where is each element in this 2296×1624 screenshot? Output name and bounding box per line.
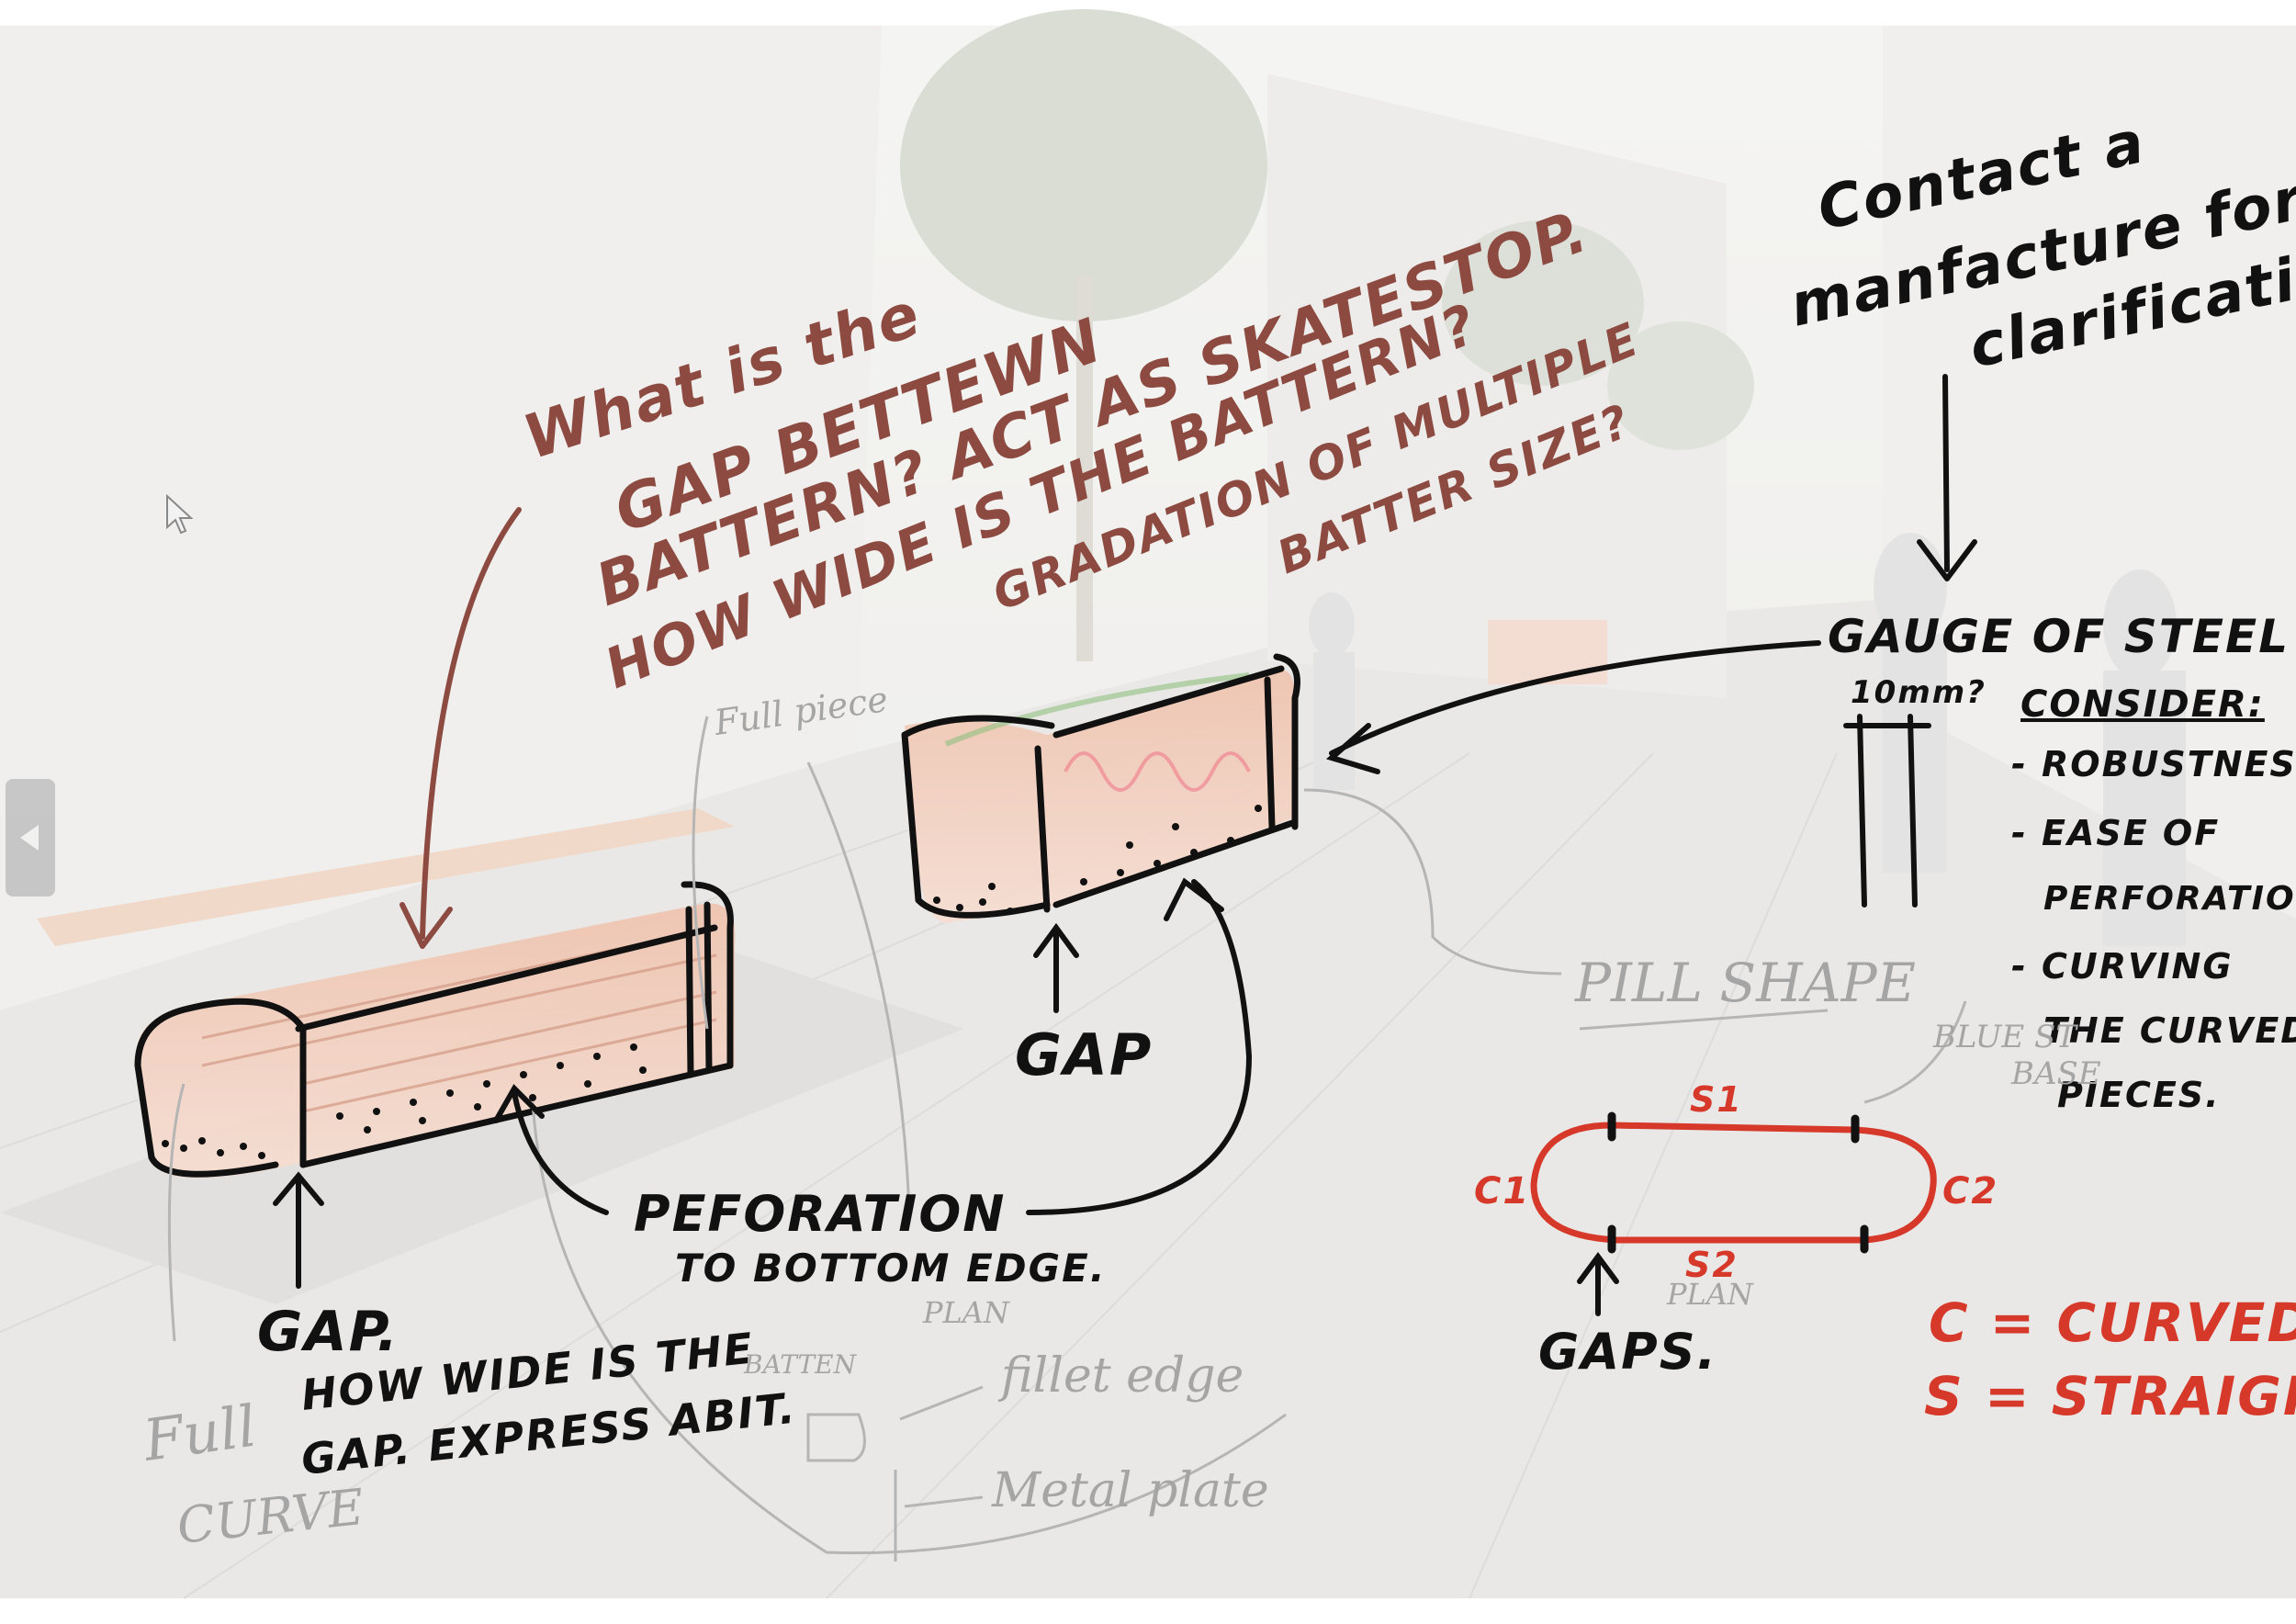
- pencil-full-curve-1: Full: [139, 1393, 261, 1474]
- pencil-bluestone-1: BLUE ST: [1932, 1019, 2078, 1055]
- pencil-pill-shape: PILL SHAPE: [1574, 952, 1916, 1014]
- gauge-item-6: PIECES.: [2057, 1075, 2221, 1115]
- gauge-item-1: - ROBUSTNESS: [2011, 744, 2296, 784]
- pencil-fillet-edge: fillet edge: [997, 1348, 1244, 1404]
- background-photo: [0, 9, 2296, 1599]
- gauge-consider: CONSIDER:: [2020, 683, 2265, 726]
- pencil-plan-b: PLAN: [1666, 1277, 1754, 1312]
- left-bench-sketch: [134, 881, 736, 1179]
- back-tab-button[interactable]: [6, 779, 55, 897]
- right-bench-labels: GAP: [1015, 922, 1153, 1088]
- chevron-left-icon: [20, 825, 39, 851]
- pencil-batten: BATTEN: [743, 1349, 858, 1380]
- gauge-title: GAUGE OF STEEL: [1828, 610, 2290, 663]
- gauge-item-3: PERFORATION: [2043, 880, 2296, 918]
- plan-c1-label: C1: [1474, 1170, 1530, 1212]
- pointer-cursor-icon: [166, 494, 193, 535]
- pencil-lines: [167, 716, 1967, 1562]
- plan-s1-label: S1: [1690, 1079, 1743, 1120]
- pencil-metal-plate: Metal plate: [991, 1463, 1269, 1518]
- perforation-label-1: PEFORATION: [634, 1185, 1007, 1243]
- gauge-item-4: - CURVING: [2011, 946, 2234, 987]
- pencil-plan-a: PLAN: [922, 1295, 1010, 1330]
- gauge-item-2: - EASE OF: [2011, 813, 2220, 853]
- left-gap-label: GAP.: [257, 1300, 400, 1364]
- legend-curved: C = CURVED: [1929, 1291, 2296, 1354]
- perforation-label-2: TO BOTTOM EDGE.: [675, 1246, 1107, 1291]
- right-bench-sketch: [901, 653, 1300, 923]
- right-gap-label: GAP: [1015, 1021, 1153, 1088]
- gauge-dimension: 10mm?: [1851, 674, 1986, 711]
- plan-diagram: S1 S2 C1 C2 GAPS. C = CURVED S = STRAIGH…: [1474, 1079, 2296, 1427]
- legend-straight: S = STRAIGHT.: [1924, 1365, 2296, 1427]
- gauge-item-5: THE CURVED: [2043, 1010, 2296, 1051]
- pencil-bluestone-2: BASE: [2010, 1055, 2101, 1092]
- gauge-note: GAUGE OF STEEL 10mm? CONSIDER: - ROBUSTN…: [1325, 610, 2296, 1115]
- plan-s2-label: S2: [1685, 1245, 1739, 1285]
- plan-c2-label: C2: [1942, 1170, 1998, 1212]
- plan-gaps-label: GAPS.: [1538, 1323, 1717, 1381]
